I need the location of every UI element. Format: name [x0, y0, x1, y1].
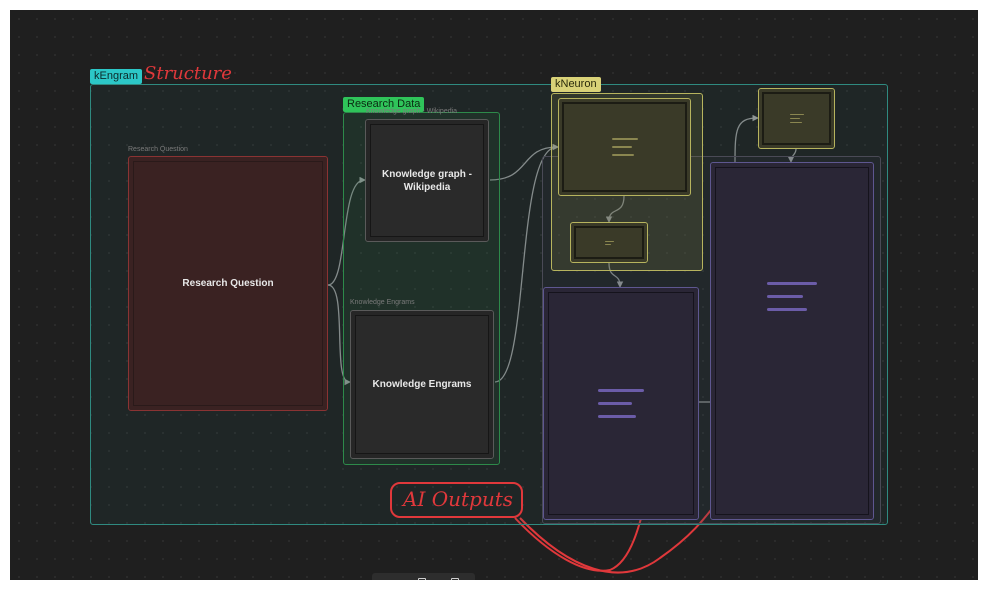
structure-annotation: Structure — [144, 63, 232, 84]
kengram-tag[interactable]: kEngram — [90, 69, 143, 84]
ai-output-node-2[interactable] — [710, 162, 874, 520]
knowledge-engrams-node[interactable]: Knowledge Engrams — [350, 310, 494, 459]
edge-n1-to-n2 — [605, 195, 625, 223]
edge-question-to-kg — [327, 176, 366, 286]
kneuron-node-small[interactable] — [570, 222, 648, 263]
knowledge-graph-node[interactable]: Knowledge graph - Wikipedia — [365, 119, 489, 242]
edge-kg-to-n1 — [489, 143, 559, 181]
whiteboard-canvas[interactable]: kEngram Structure Research Data Knowledg… — [10, 10, 978, 580]
text-lines-icon — [611, 138, 638, 156]
edge-question-to-ke — [327, 284, 351, 386]
research-question-small-label: Research Question — [128, 146, 188, 153]
edge-n2-to-o1 — [608, 262, 624, 288]
knowledge-engrams-small-label: Knowledge Engrams — [350, 299, 415, 306]
ai-outputs-annotation: AI Outputs — [403, 487, 513, 511]
research-group-caption: Knowledge graph - Wikipedia — [366, 108, 458, 115]
kneuron-node-main[interactable] — [558, 98, 691, 196]
knowledge-graph-title: Knowledge graph - Wikipedia — [382, 168, 472, 193]
text-lines-icon — [604, 240, 614, 245]
ai-outputs-annotation-box — [390, 482, 523, 518]
square-icon[interactable] — [418, 578, 426, 580]
research-question-node[interactable]: Research Question — [128, 156, 328, 411]
text-lines-icon — [767, 281, 817, 311]
bottom-toolbar[interactable] — [372, 573, 475, 580]
kneuron-tag[interactable]: kNeuron — [551, 77, 601, 92]
research-data-tag[interactable]: Research Data — [343, 97, 425, 112]
knowledge-engrams-title: Knowledge Engrams — [372, 379, 472, 390]
kneuron-node-top-right[interactable] — [758, 88, 835, 149]
square-icon[interactable] — [451, 578, 459, 580]
text-lines-icon — [789, 114, 804, 123]
edge-o2-to-n3 — [734, 114, 759, 163]
text-lines-icon — [598, 389, 644, 418]
edge-n3-to-o2 — [787, 148, 797, 163]
research-question-title: Research Question — [182, 278, 274, 289]
ai-output-node-1[interactable] — [543, 287, 699, 520]
